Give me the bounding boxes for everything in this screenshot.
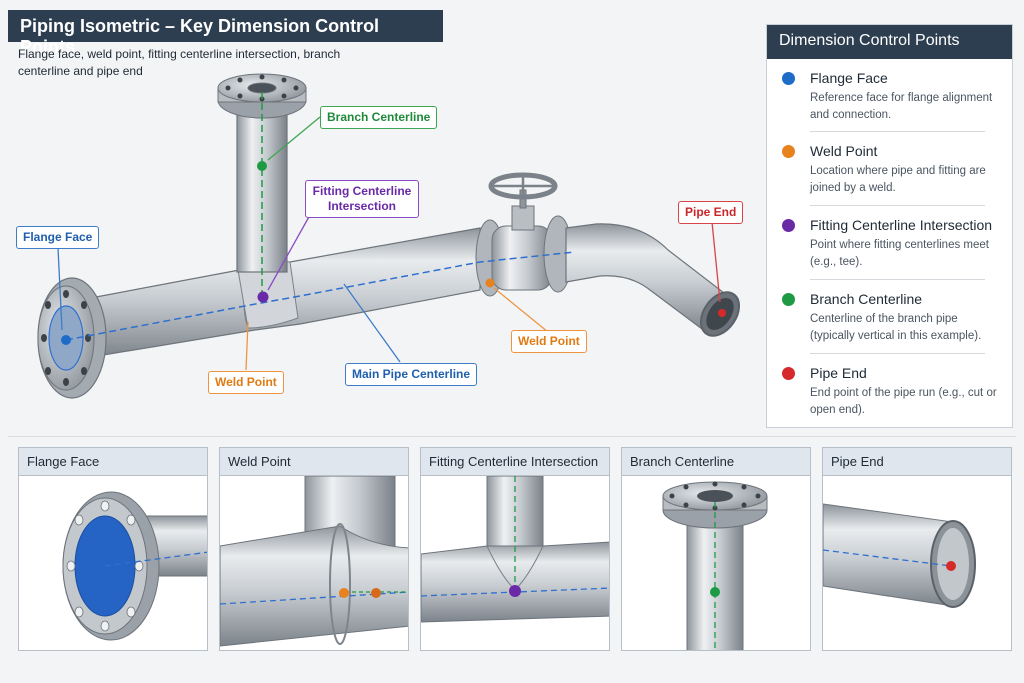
legend-desc: Centerline of the branch pipe (typically… [810,313,982,342]
legend-dot-flange-face [782,72,795,85]
detail-pipe-end-drawing [823,503,976,608]
legend-label: Weld Point [810,143,878,159]
detail-panel-fitting-intersection: Fitting Centerline Intersection [420,447,610,651]
callout-fitting-centerline: Fitting Centerline Intersection [305,180,419,218]
pipe-end-point [718,309,726,317]
detail-branch-drawing [662,481,768,650]
legend-desc: Point where fitting centerlines meet (e.… [810,239,989,268]
callout-pipe-end: Pipe End [678,201,744,224]
callout-weld-point-left: Weld Point [208,371,284,394]
legend-label: Fitting Centerline Intersection [810,217,993,233]
legend-dot-weld-point [782,145,795,158]
legend-title: Dimension Control Points [767,25,1012,59]
legend-desc: End point of the pipe run (e.g., cut or … [810,387,997,416]
legend-separator [810,131,985,132]
isometric-drawing [37,73,741,399]
panel-title: Branch Centerline [622,448,810,476]
panel-title: Weld Point [220,448,408,476]
legend-label: Flange Face [810,70,888,86]
valve-bonnet [511,205,535,231]
detail-flange-face-drawing [62,491,207,641]
branch-centerline-point [257,161,267,171]
left-flange-bolts [41,290,91,386]
panel-title: Pipe End [823,448,1011,476]
main-pipe-centerline [65,251,576,341]
legend-label: Pipe End [810,365,867,381]
legend-desc: Reference face for flange alignment and … [810,92,993,121]
weld-point-right-point [485,278,495,288]
page-subtitle: Flange face, weld point, fitting centerl… [18,47,341,78]
panel-title: Flange Face [19,448,207,476]
fitting-intersection-point [257,291,269,303]
legend-separator [810,205,985,206]
legend-separator [810,279,985,280]
callout-main-pipe-centerline: Main Pipe Centerline [345,363,478,386]
callout-branch-centerline: Branch Centerline [320,106,438,129]
detail-panel-weld-point: Weld Point [219,447,409,651]
detail-fitting-drawing [421,476,609,623]
section-divider [8,436,1016,437]
flange-face-point [61,335,71,345]
callout-weld-point-right: Weld Point [511,330,587,353]
legend-dot-fitting-intersection [782,219,795,232]
detail-panel-pipe-end: Pipe End [822,447,1012,651]
top-flange-bore [247,82,277,94]
callout-flange-face: Flange Face [16,226,100,249]
legend-dot-branch-centerline [782,293,795,306]
detail-panel-flange-face: Flange Face [18,447,208,651]
detail-panel-branch-centerline: Branch Centerline [621,447,811,651]
legend-separator [810,353,985,354]
legend-dot-pipe-end [782,367,795,380]
legend-label: Branch Centerline [810,291,923,307]
page-title: Piping Isometric – Key Dimension Control… [8,10,443,57]
panel-title: Fitting Centerline Intersection [421,448,609,476]
top-flange-bolts [225,74,299,102]
legend-desc: Location where pipe and fitting are join… [810,165,986,194]
detail-weld-point-drawing [220,476,408,647]
legend-panel: Dimension Control Points Flange Face Ref… [766,24,1013,428]
